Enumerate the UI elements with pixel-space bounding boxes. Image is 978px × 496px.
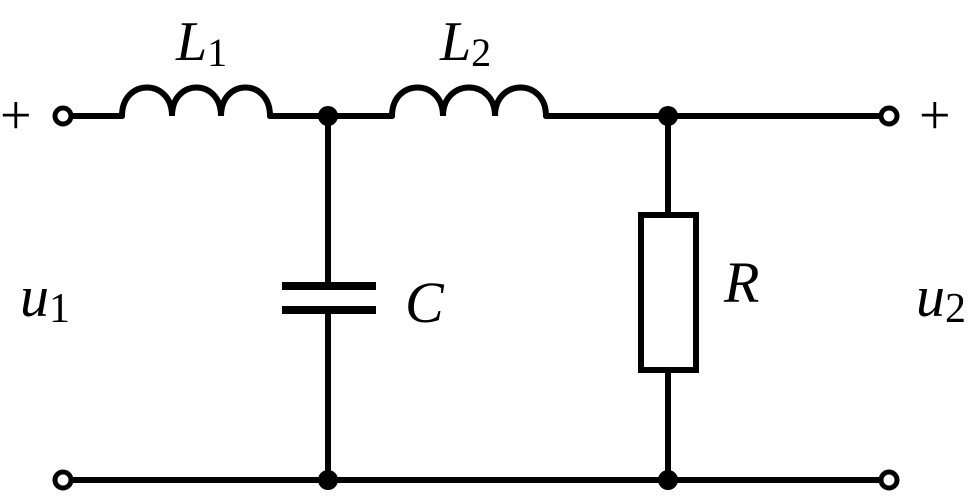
input-plus-sign: +	[0, 85, 32, 147]
label-r: R	[723, 250, 759, 315]
inductor-l2	[389, 84, 549, 119]
label-c: C	[405, 270, 445, 335]
input-terminal-top	[52, 105, 74, 127]
output-plus-sign: +	[919, 85, 951, 147]
junction-node-top-c	[318, 106, 338, 126]
label-u2: u2	[916, 264, 966, 332]
label-u1: u1	[20, 264, 70, 332]
label-l2: L2	[439, 11, 491, 75]
label-l1: L1	[175, 11, 227, 75]
input-terminal-bottom	[52, 469, 74, 491]
output-terminal-bottom	[878, 469, 900, 491]
output-terminal-top	[878, 105, 900, 127]
resistor-r	[638, 212, 699, 373]
inductor-l1	[119, 84, 273, 119]
junction-node-top-r	[658, 106, 678, 126]
junction-node-bottom-r	[658, 470, 678, 490]
junction-node-bottom-c	[318, 470, 338, 490]
